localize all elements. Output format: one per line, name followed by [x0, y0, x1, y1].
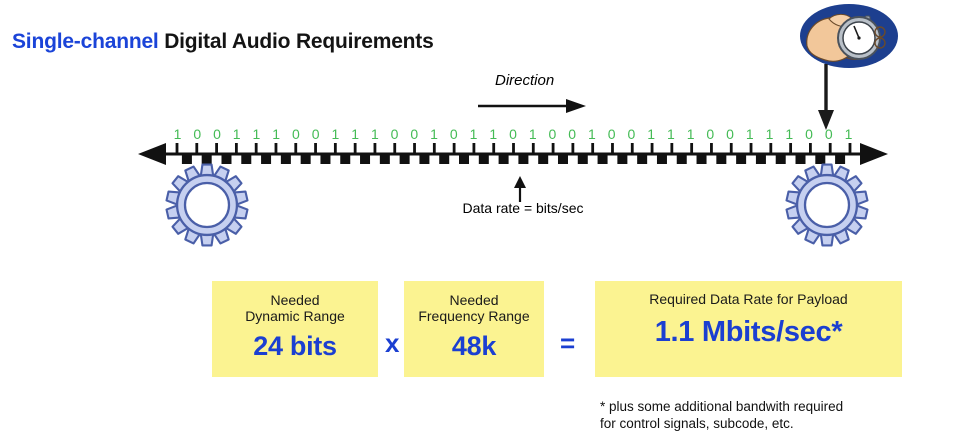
- tape-track: [138, 143, 888, 165]
- requirements-equation: Needed Dynamic Range 24 bits x Needed Fr…: [212, 281, 902, 377]
- bit-digit: 1: [686, 126, 695, 142]
- bit-digit: 0: [292, 126, 300, 142]
- direction-arrow-icon: [478, 96, 588, 116]
- bit-digit: 1: [647, 126, 656, 142]
- data-rate-annotation: Data rate = bits/sec: [423, 176, 623, 218]
- bit-digit: 1: [489, 126, 498, 142]
- bit-digit: 0: [311, 126, 320, 142]
- bit-digit: 0: [410, 126, 419, 142]
- bit-digit: 0: [824, 126, 833, 142]
- bit-digit: 1: [430, 126, 438, 142]
- required-data-rate-value: 1.1 Mbits/sec*: [654, 316, 843, 348]
- required-data-rate-caption: Required Data Rate for Payload: [649, 291, 848, 307]
- bit-digit: 1: [173, 126, 182, 142]
- bit-digit: 0: [627, 126, 636, 142]
- bit-digit: 1: [528, 126, 537, 142]
- bit-digit: 1: [272, 126, 281, 142]
- stopwatch-in-hand-icon: [793, 2, 911, 70]
- bit-digit: 0: [726, 126, 734, 142]
- bit-digit: 0: [706, 126, 715, 142]
- bit-digit: 0: [548, 126, 557, 142]
- bit-digit: 1: [370, 126, 379, 142]
- bit-digit: 1: [232, 126, 241, 142]
- gear-icon-left: [163, 161, 251, 254]
- data-rate-label: Data rate = bits/sec: [462, 200, 584, 216]
- bit-digit: 1: [351, 126, 359, 142]
- gear-icon-right: [783, 161, 871, 254]
- data-rate-arrow-icon: [511, 176, 529, 204]
- bit-digit: 0: [449, 126, 458, 142]
- bit-digit: 1: [666, 126, 675, 142]
- page-title-plain: Digital Audio Requirements: [158, 30, 434, 53]
- bit-digit: 1: [588, 126, 596, 142]
- stopwatch-pointer-arrow: [818, 62, 868, 132]
- bit-digit: 1: [469, 126, 478, 142]
- bit-digit: 1: [765, 126, 774, 142]
- page-title-accent: Single-channel: [12, 30, 159, 53]
- bit-digit: 1: [785, 126, 794, 142]
- direction-label: Direction: [495, 72, 555, 89]
- bit-digit: 0: [805, 126, 813, 142]
- dynamic-range-box: Needed Dynamic Range 24 bits: [212, 281, 378, 377]
- frequency-range-value: 48k: [451, 331, 497, 361]
- bit-digit: 0: [607, 126, 616, 142]
- operator-times: x: [385, 328, 400, 358]
- operator-equals: =: [560, 328, 576, 358]
- required-data-rate-box: Required Data Rate for Payload 1.1 Mbits…: [595, 281, 902, 377]
- footnote-text: * plus some additional bandwith required…: [600, 399, 844, 431]
- bit-digit: 0: [568, 126, 577, 142]
- page-title: Single-channel Digital Audio Requirement…: [12, 30, 434, 54]
- bit-digit: 0: [213, 126, 221, 142]
- frequency-range-caption: Needed Frequency Range: [418, 292, 530, 324]
- bit-digit: 1: [252, 126, 261, 142]
- bit-digit: 1: [745, 126, 754, 142]
- frequency-range-box: Needed Frequency Range 48k: [404, 281, 544, 377]
- bit-digit: 0: [390, 126, 399, 142]
- direction-indicator: Direction: [478, 72, 608, 118]
- bit-digit: 1: [844, 126, 853, 142]
- dynamic-range-value: 24 bits: [253, 331, 337, 361]
- dynamic-range-caption: Needed Dynamic Range: [245, 292, 345, 324]
- bit-digit: 0: [193, 126, 202, 142]
- bit-digit: 0: [509, 126, 517, 142]
- bit-digit: 1: [331, 126, 340, 142]
